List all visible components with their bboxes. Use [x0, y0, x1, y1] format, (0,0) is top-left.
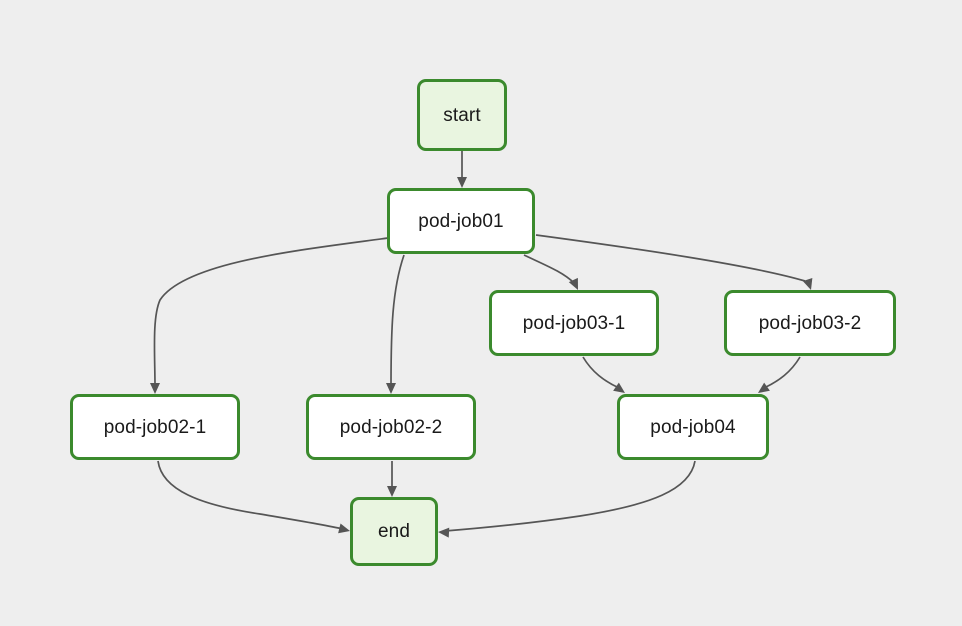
edge-line — [390, 254, 405, 388]
node-pod-job03-2[interactable]: pod-job03-2 — [724, 290, 896, 356]
node-label: pod-job04 — [650, 416, 736, 438]
arrowhead-icon — [568, 277, 578, 290]
edge-line — [157, 460, 344, 530]
arrowhead-icon — [758, 382, 770, 393]
edge-line — [535, 234, 806, 282]
node-pod-job02-2[interactable]: pod-job02-2 — [306, 394, 476, 460]
arrowhead-icon — [438, 527, 450, 538]
node-label: pod-job03-2 — [758, 312, 862, 334]
arrowhead-icon — [386, 383, 396, 394]
node-pod-job04[interactable]: pod-job04 — [617, 394, 769, 460]
edge-line — [763, 356, 801, 389]
node-start[interactable]: start — [417, 79, 507, 151]
edge-pod-job01-to-pod-job02-2 — [386, 254, 405, 394]
edge-pod-job01-to-pod-job03-1 — [523, 254, 578, 290]
node-label: start — [443, 104, 481, 126]
edge-pod-job03-1-to-pod-job04 — [582, 356, 625, 393]
node-pod-job01[interactable]: pod-job01 — [387, 188, 535, 254]
node-label: pod-job02-1 — [103, 416, 207, 438]
node-label: end — [377, 521, 410, 542]
edge-pod-job04-to-end — [438, 460, 696, 538]
arrowhead-icon — [457, 177, 467, 188]
edge-line — [444, 460, 696, 532]
node-pod-job02-1[interactable]: pod-job02-1 — [70, 394, 240, 460]
node-end[interactable]: end — [350, 497, 438, 566]
edge-pod-job02-1-to-end — [157, 460, 350, 534]
edge-pod-job02-2-to-end — [387, 461, 397, 497]
arrowhead-icon — [613, 382, 625, 393]
edge-pod-job01-to-pod-job03-2 — [535, 234, 813, 290]
edge-line — [582, 356, 620, 389]
arrowhead-icon — [150, 383, 160, 394]
node-label: pod-job02-2 — [339, 416, 443, 438]
arrowhead-icon — [387, 486, 397, 497]
arrowhead-icon — [338, 523, 350, 534]
edge-pod-job03-2-to-pod-job04 — [758, 356, 801, 393]
edge-line — [153, 237, 389, 388]
edge-line — [523, 254, 575, 284]
edge-start-to-pod-job01 — [457, 151, 467, 188]
edge-pod-job01-to-pod-job02-1 — [150, 237, 389, 394]
node-label: pod-job01 — [418, 210, 504, 232]
node-pod-job03-1[interactable]: pod-job03-1 — [489, 290, 659, 356]
node-label: pod-job03-1 — [522, 312, 626, 334]
arrowhead-icon — [802, 277, 813, 290]
